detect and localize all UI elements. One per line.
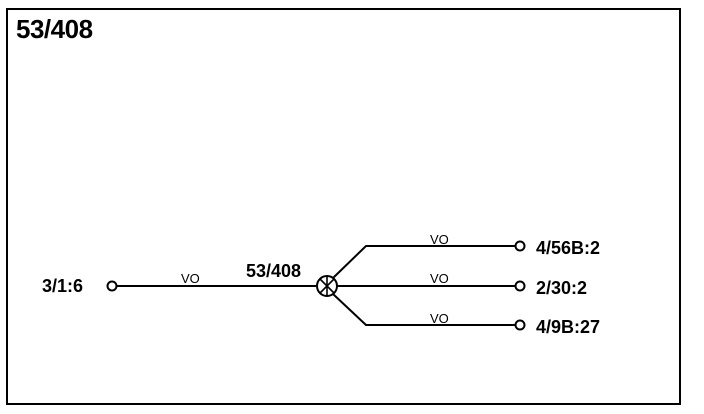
source-terminal (106, 280, 118, 292)
branch-terminal-2 (514, 280, 526, 292)
branch-label-3: 4/9B:27 (536, 317, 600, 337)
splice-label: 53/408 (246, 261, 301, 281)
branch-terminal-1 (514, 240, 526, 252)
branch-wire-color-2: VO (430, 271, 449, 286)
branch-wire-1 (332, 245, 515, 279)
branch-wire-color-1: VO (430, 232, 449, 247)
diagram-frame (6, 8, 681, 405)
source-wire-color: VO (181, 271, 200, 286)
branch-label-2: 2/30:2 (536, 278, 587, 298)
branch-terminal-3 (514, 319, 526, 331)
branch-wire-color-3: VO (430, 311, 449, 326)
diagram-title: 53/408 (16, 14, 93, 44)
branch-label-1: 4/56B:2 (536, 238, 600, 258)
branch-wire-3 (332, 293, 515, 326)
source-label: 3/1:6 (42, 276, 83, 296)
